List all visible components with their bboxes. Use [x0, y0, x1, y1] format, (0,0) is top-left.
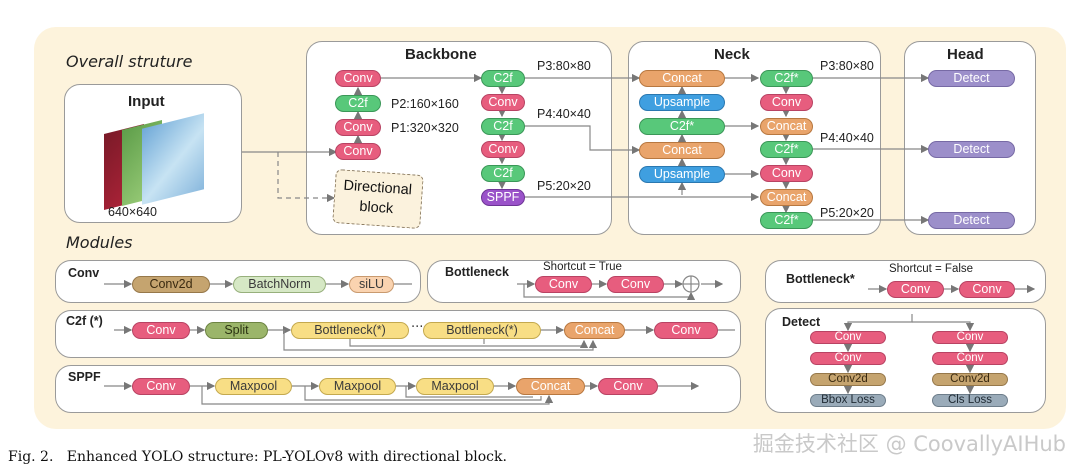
conv-module-batchnorm: BatchNorm [233, 276, 326, 293]
detect-left-conv2d: Conv2d [810, 373, 886, 386]
c2f-module-concat: Concat [564, 322, 625, 339]
neck-p4-label: P4:40×40 [820, 131, 874, 145]
neck-c2f-star-p4: C2f* [760, 141, 813, 158]
module-conv-label: Conv [68, 266, 100, 280]
neck-concat-p3: Concat [639, 70, 725, 87]
sppf-module-conv-in: Conv [132, 378, 190, 395]
module-bottleneck-label: Bottleneck [445, 265, 509, 279]
figure-caption: Fig. 2. Enhanced YOLO structure: PL-YOLO… [8, 449, 507, 465]
p1-label: P1:320×320 [391, 121, 459, 135]
neck-p5-label: P5:20×20 [820, 206, 874, 220]
backbone-c2f-p2: C2f [335, 95, 381, 112]
detect-bbox-loss: Bbox Loss [810, 394, 886, 407]
backbone-p4-label: P4:40×40 [537, 107, 591, 121]
watermark-text: 掘金技术社区 @ CoovallyAIHub [752, 432, 1066, 456]
conv-module-silu: siLU [349, 276, 394, 293]
neck-c2f-star-p5: C2f* [760, 212, 813, 229]
input-size-label: 640×640 [108, 205, 158, 219]
backbone-title: Backbone [405, 46, 477, 63]
c2f-module-bottleneck-2: Bottleneck(*) [423, 322, 541, 339]
head-detect-p3: Detect [928, 70, 1015, 87]
bottleneck-conv-1: Conv [535, 276, 592, 293]
module-sppf-label: SPPF [68, 370, 101, 384]
sppf-module-maxpool-1: Maxpool [215, 378, 292, 395]
neck-upsample-1: Upsample [639, 94, 725, 111]
detect-right-conv-1: Conv [932, 331, 1008, 344]
sppf-module-maxpool-2: Maxpool [319, 378, 396, 395]
head-detect-p5: Detect [928, 212, 1015, 229]
c2f-module-bottleneck-1: Bottleneck(*) [291, 322, 409, 339]
section-overall-label: Overall struture [66, 52, 193, 71]
bottleneck-star-conv-1: Conv [887, 281, 944, 298]
neck-title: Neck [714, 46, 750, 63]
neck-concat-p4: Concat [760, 118, 813, 135]
neck-c2f-star-mid: C2f* [639, 118, 725, 135]
backbone-c2f-p5: C2f [481, 165, 525, 182]
c2f-module-conv-in: Conv [132, 322, 190, 339]
detect-cls-loss: Cls Loss [932, 394, 1008, 407]
neck-conv-1: Conv [760, 94, 813, 111]
backbone-p3-label: P3:80×80 [537, 59, 591, 73]
backbone-sppf: SPPF [481, 189, 525, 206]
detect-left-conv-1: Conv [810, 331, 886, 344]
head-title: Head [947, 46, 984, 63]
backbone-conv-p1: Conv [335, 143, 381, 160]
sppf-module-maxpool-3: Maxpool [416, 378, 494, 395]
input-title: Input [128, 93, 165, 110]
section-modules-label: Modules [66, 233, 133, 252]
c2f-module-conv-out: Conv [654, 322, 718, 339]
detect-right-conv-2: Conv [932, 352, 1008, 365]
neck-upsample-2: Upsample [639, 166, 725, 183]
module-bottleneck-star-label: Bottleneck* [786, 272, 855, 286]
sppf-module-concat: Concat [516, 378, 585, 395]
neck-concat-p4-left: Concat [639, 142, 725, 159]
directional-block-label: Directional block [342, 177, 413, 218]
backbone-c2f-p3: C2f [481, 70, 525, 87]
detect-left-conv-2: Conv [810, 352, 886, 365]
bottleneck-shortcut-label: Shortcut = True [543, 261, 622, 273]
detect-right-conv2d: Conv2d [932, 373, 1008, 386]
neck-concat-p5: Concat [760, 189, 813, 206]
bottleneck-conv-2: Conv [607, 276, 664, 293]
backbone-conv-p3: Conv [335, 70, 381, 87]
p2-label: P2:160×160 [391, 97, 459, 111]
backbone-conv-p4: Conv [481, 94, 525, 111]
module-c2f-label: C2f (*) [66, 314, 103, 328]
conv-module-conv2d: Conv2d [132, 276, 210, 293]
c2f-module-ellipsis: ··· [411, 320, 424, 335]
neck-conv-2: Conv [760, 165, 813, 182]
head-detect-p4: Detect [928, 141, 1015, 158]
backbone-conv-p2: Conv [335, 119, 381, 136]
bottleneck-star-shortcut-label: Shortcut = False [889, 263, 974, 275]
c2f-module-split: Split [205, 322, 268, 339]
bottleneck-star-conv-2: Conv [959, 281, 1015, 298]
neck-c2f-star-p3: C2f* [760, 70, 813, 87]
sppf-module-conv-out: Conv [598, 378, 658, 395]
backbone-p5-label: P5:20×20 [537, 179, 591, 193]
module-detect-label: Detect [782, 315, 821, 329]
backbone-conv-p5: Conv [481, 141, 525, 158]
neck-p3-label: P3:80×80 [820, 59, 874, 73]
backbone-c2f-p4: C2f [481, 118, 525, 135]
